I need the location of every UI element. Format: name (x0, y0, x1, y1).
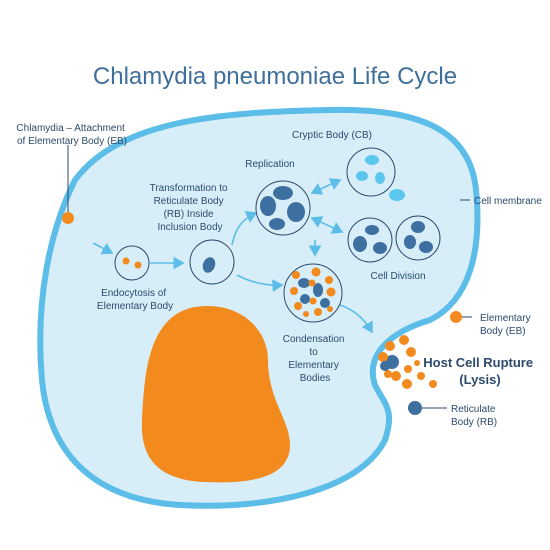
label-reticulate-body: Reticulate Body (RB) (451, 404, 498, 428)
arrow-rb-to-condensation (236, 274, 284, 292)
eb-legend-marker (450, 311, 462, 323)
arrow-attachment-to-endocytosis (92, 242, 114, 255)
replication-inclusion (255, 180, 311, 236)
condensation-inclusion (283, 263, 343, 323)
rb-legend-marker (408, 401, 422, 415)
cryptic-body-inclusion (346, 147, 405, 201)
label-cryptic: Cryptic Body (CB) (292, 130, 372, 141)
endocytosis-vesicle (114, 245, 150, 281)
label-rupture: Host Cell Rupture (Lysis) (423, 355, 536, 387)
flow-arrows (92, 178, 373, 334)
label-endocytosis: Endocytosis of Elementary Body (97, 288, 173, 312)
rupture-bodies (378, 335, 437, 389)
arrow-rb-to-replication (231, 211, 258, 246)
label-cell-membrane: Cell membrane (474, 196, 542, 207)
label-transformation: Transformation to Reticulate Body (RB) I… (150, 183, 231, 233)
label-condensation: Condensation to Elementary Bodies (283, 334, 348, 384)
label-replication: Replication (245, 159, 294, 170)
attachment-elementary-body (62, 212, 74, 224)
released-cryptic-body (389, 189, 405, 201)
label-cell-division: Cell Division (370, 271, 425, 282)
arrow-replication-division (310, 216, 344, 234)
arrow-condensation-to-rupture (339, 304, 373, 334)
label-elementary-body: Elementary Body (EB) (480, 313, 533, 337)
label-attachment: Chlamydia – Attachment of Elementary Bod… (16, 123, 127, 147)
arrow-replication-cryptic (310, 178, 342, 195)
diagram-title: Chlamydia pneumoniae Life Cycle (93, 63, 457, 90)
transformation-vesicle (189, 239, 235, 285)
cell-division-inclusions (347, 215, 441, 263)
nucleus (141, 305, 290, 483)
